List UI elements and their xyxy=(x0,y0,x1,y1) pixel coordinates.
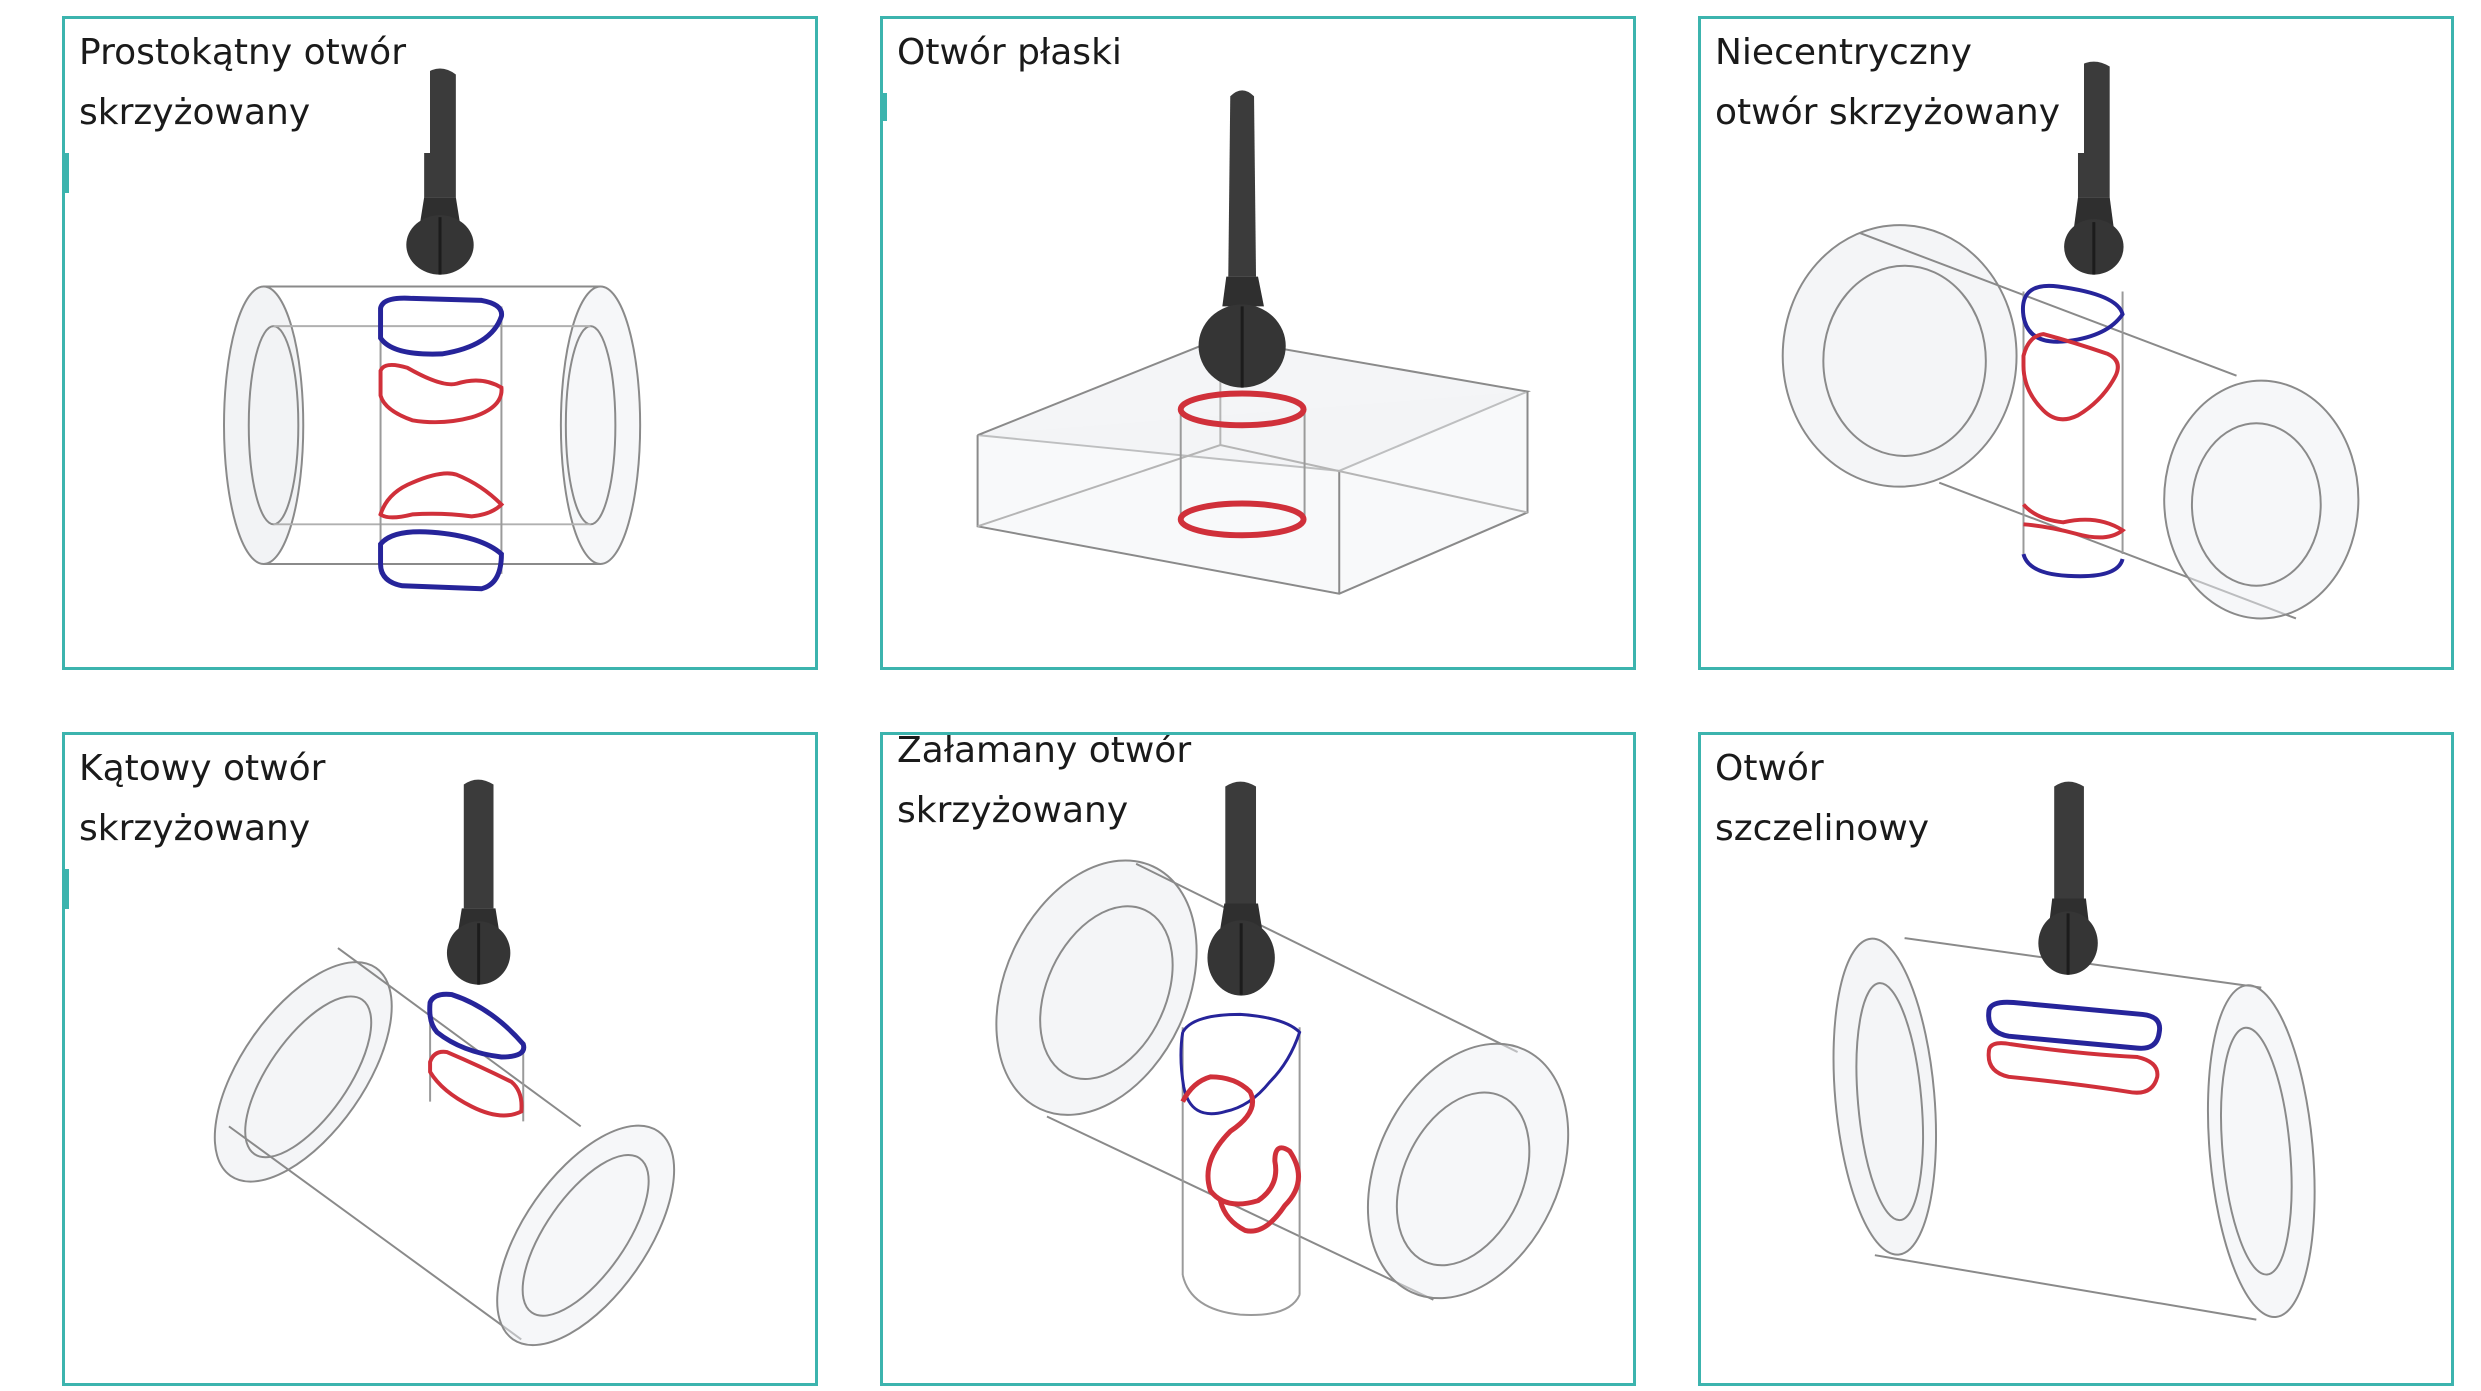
panel-angled-cross-hole: Kątowy otwór skrzyżowany xyxy=(62,732,818,1386)
block xyxy=(976,337,1532,595)
panel-caption: Prostokątny otwór skrzyżowany xyxy=(65,19,431,153)
caption-line: skrzyżowany xyxy=(79,92,311,133)
drill-tool-icon xyxy=(2038,781,2098,975)
slot-curves xyxy=(1986,999,2163,1095)
panel-flat-hole: Otwór płaski xyxy=(880,16,1636,670)
tube xyxy=(1832,937,2316,1321)
tube xyxy=(213,947,676,1347)
cross-hole-walls xyxy=(1181,1027,1301,1316)
caption-line: otwór skrzyżowany xyxy=(1715,92,2061,133)
caption-line: szczelinowy xyxy=(1715,808,1930,849)
drill-tool-icon xyxy=(406,68,474,275)
panel-caption: Otwór szczelinowy xyxy=(1701,735,1954,869)
tube xyxy=(995,859,1570,1301)
caption-line: skrzyżowany xyxy=(79,808,311,849)
caption-line: Niecentryczny xyxy=(1715,32,1972,73)
tube xyxy=(1781,224,2360,620)
rectangular-cross-hole-illustration xyxy=(223,68,642,592)
panel-caption: Załamany otwór skrzyżowany xyxy=(883,732,1216,851)
panel-rectangular-cross-hole: Prostokątny otwór skrzyżowany xyxy=(62,16,818,670)
intersection-curves xyxy=(427,991,527,1118)
drill-tool-icon xyxy=(1207,781,1275,996)
cross-hole-walls xyxy=(429,1002,525,1122)
hole-walls xyxy=(1179,405,1306,520)
hole-rims xyxy=(1177,390,1307,539)
intersection-curves xyxy=(378,295,505,592)
off-center-cross-hole-illustration xyxy=(1781,61,2360,620)
cross-hole-walls xyxy=(379,306,503,574)
caption-line: Otwór płaski xyxy=(897,32,1122,73)
drill-tool-icon xyxy=(1198,90,1286,388)
cross-hole-walls xyxy=(2022,291,2124,555)
intersection-curves xyxy=(2020,283,2126,579)
slot-hole-illustration xyxy=(1832,781,2316,1321)
caption-line: Otwór xyxy=(1715,748,1824,789)
panel-caption: Otwór płaski xyxy=(883,19,1146,93)
drill-tool-icon xyxy=(446,779,511,985)
caption-line: skrzyżowany xyxy=(897,790,1129,831)
caption-line: Kątowy otwór xyxy=(79,748,326,789)
kinked-cross-hole-illustration xyxy=(995,781,1570,1316)
flat-hole-illustration xyxy=(976,90,1532,595)
panel-caption: Kątowy otwór skrzyżowany xyxy=(65,735,350,869)
caption-line: Załamany otwór xyxy=(897,732,1192,771)
tube xyxy=(223,285,642,565)
panel-off-center-cross-hole: Niecentryczny otwór skrzyżowany xyxy=(1698,16,2454,670)
angled-cross-hole-illustration xyxy=(213,779,676,1347)
panel-slot-hole: Otwór szczelinowy xyxy=(1698,732,2454,1386)
panel-caption: Niecentryczny otwór skrzyżowany xyxy=(1701,19,2085,153)
intersection-curves xyxy=(1179,1012,1302,1234)
caption-line: Prostokątny otwór xyxy=(79,32,407,73)
drill-tool-icon xyxy=(2064,61,2124,275)
panel-kinked-cross-hole: Załamany otwór skrzyżowany xyxy=(880,732,1636,1386)
